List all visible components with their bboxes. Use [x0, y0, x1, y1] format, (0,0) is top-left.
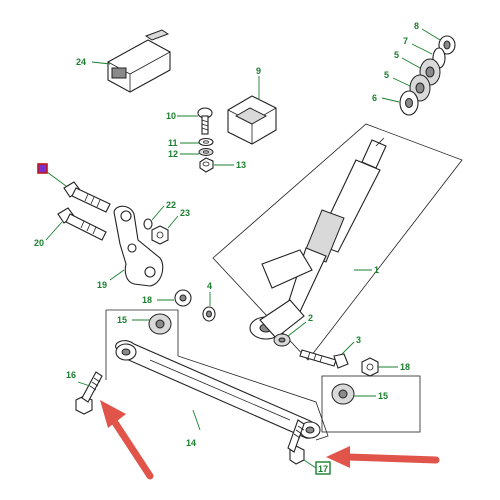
part-23-nut[interactable]	[151, 225, 169, 245]
callout-10[interactable]: 10	[166, 111, 176, 121]
part-6-washer[interactable]	[399, 90, 419, 116]
part-14-link-arm[interactable]	[115, 340, 321, 439]
part-4-bush[interactable]	[202, 306, 216, 322]
part-13-nut[interactable]	[199, 157, 214, 173]
callout-15-right[interactable]: 15	[378, 391, 388, 401]
part-14-outline-left	[106, 309, 329, 441]
callout-12[interactable]: 12	[168, 149, 178, 159]
callout-5-lower[interactable]: 5	[384, 70, 389, 80]
part-16-bolt[interactable]	[75, 371, 103, 415]
leader-6	[381, 97, 400, 103]
part-9-mount[interactable]	[227, 95, 277, 145]
part-10-bolt[interactable]	[197, 107, 213, 135]
leader-marker	[46, 171, 67, 187]
callout-20[interactable]: 20	[34, 238, 44, 248]
leader-5b	[392, 77, 411, 87]
leader-24	[91, 61, 111, 65]
part-8-nut[interactable]	[438, 35, 456, 55]
leader-5a	[401, 57, 421, 69]
square-marker-icon[interactable]	[37, 163, 48, 174]
leader-20	[45, 221, 63, 241]
callout-9[interactable]: 9	[256, 66, 261, 76]
part-3-bolt[interactable]	[299, 349, 349, 369]
part-18-nut-lower[interactable]	[361, 357, 379, 377]
callout-4[interactable]: 4	[207, 281, 212, 291]
callout-15-left[interactable]: 15	[117, 315, 127, 325]
red-arrow-icon-right	[326, 446, 440, 468]
callout-6[interactable]: 6	[372, 93, 377, 103]
part-11-washer[interactable]	[198, 137, 214, 147]
part-14-outline-right	[321, 375, 421, 433]
part-2-bush[interactable]	[273, 333, 291, 347]
callout-16[interactable]: 16	[66, 370, 76, 380]
callout-3[interactable]: 3	[356, 335, 361, 345]
callout-18-upper[interactable]: 18	[142, 295, 152, 305]
callout-11[interactable]: 11	[168, 138, 178, 148]
leader-19	[109, 269, 125, 281]
leader-22	[151, 205, 165, 221]
leader-8	[421, 28, 441, 41]
part-upper-bolt[interactable]	[63, 181, 111, 213]
callout-14[interactable]: 14	[186, 438, 196, 448]
callout-8[interactable]: 8	[414, 21, 419, 31]
callout-24[interactable]: 24	[76, 57, 86, 67]
part-19-bracket[interactable]	[113, 205, 164, 287]
leader-23	[167, 215, 179, 229]
callout-17[interactable]: 17	[318, 464, 328, 474]
leader-3	[341, 341, 355, 355]
callout-19[interactable]: 19	[97, 280, 107, 290]
part-20-bolt[interactable]	[57, 207, 107, 241]
callout-18-lower[interactable]: 18	[400, 362, 410, 372]
callout-7[interactable]: 7	[403, 36, 408, 46]
leader-14	[192, 409, 201, 431]
leader-17	[303, 459, 317, 469]
part-18-bush-upper[interactable]	[174, 289, 192, 307]
callout-13[interactable]: 13	[236, 160, 246, 170]
callout-23[interactable]: 23	[180, 208, 190, 218]
part-1-shock-absorber[interactable]	[249, 137, 387, 340]
part-15-bush-right[interactable]	[331, 383, 355, 405]
leader-7	[411, 43, 433, 55]
callout-1[interactable]: 1	[374, 265, 379, 275]
part-15-bush-left[interactable]	[148, 313, 172, 335]
red-arrow-icon	[100, 400, 154, 480]
part-22-washer[interactable]	[143, 218, 153, 230]
leader-16	[77, 381, 91, 387]
part-24-module[interactable]	[107, 29, 171, 93]
callout-5-upper[interactable]: 5	[394, 50, 399, 60]
leader-2	[287, 321, 307, 337]
part-12-washer[interactable]	[198, 148, 214, 156]
callout-2[interactable]: 2	[308, 313, 313, 323]
callout-22[interactable]: 22	[166, 200, 176, 210]
